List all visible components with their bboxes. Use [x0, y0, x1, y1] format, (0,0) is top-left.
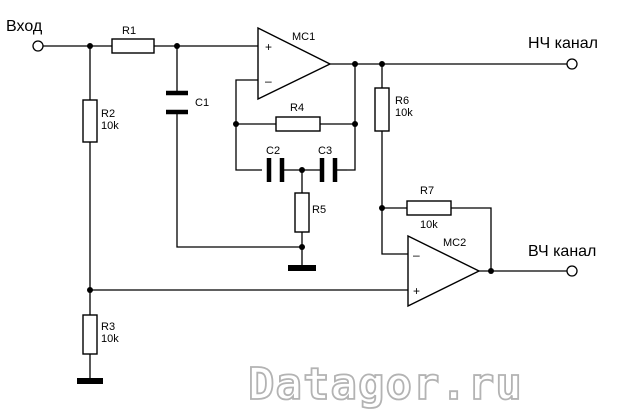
lf-output-terminal	[566, 58, 578, 70]
r4-label: R4	[290, 102, 304, 114]
r5-label: R5	[312, 204, 326, 216]
mc1-label: MC1	[292, 31, 315, 43]
c2-capacitor	[266, 158, 285, 182]
r1-resistor	[111, 38, 155, 54]
r5-resistor	[294, 192, 310, 233]
mc1-plus-sign: +	[265, 40, 272, 54]
r3-label: R3	[101, 321, 115, 333]
r3-resistor	[82, 314, 98, 355]
c1-capacitor	[166, 90, 188, 115]
hf-output-label: ВЧ канал	[528, 243, 596, 260]
r4-resistor	[275, 116, 321, 132]
input-label: Вход	[6, 18, 43, 35]
r7-value: 10k	[420, 219, 438, 231]
junctions	[87, 43, 494, 293]
r7-label: R7	[420, 185, 434, 197]
c1-label: C1	[195, 97, 209, 109]
mc2-plus-sign: +	[413, 284, 420, 298]
mc2-minus-sign: –	[413, 248, 420, 262]
r6-label: R6	[395, 95, 409, 107]
c3-label: C3	[318, 145, 332, 157]
r2-resistor	[82, 99, 98, 143]
c2-label: C2	[266, 145, 280, 157]
r7-resistor	[406, 200, 452, 216]
lf-output-label: НЧ канал	[528, 35, 598, 52]
r2-value: 10k	[101, 120, 119, 132]
mc1-opamp	[257, 26, 332, 101]
watermark-text: Datagor.ru	[248, 359, 523, 410]
r6-resistor	[374, 87, 390, 132]
r3-value: 10k	[101, 333, 119, 345]
hf-output-terminal	[566, 265, 578, 277]
c3-capacitor	[319, 158, 347, 182]
input-terminal	[32, 40, 44, 52]
mc2-opamp	[407, 234, 481, 308]
r1-label: R1	[122, 25, 136, 37]
mc1-minus-sign: –	[265, 74, 272, 88]
mc2-label: MC2	[443, 237, 466, 249]
r6-value: 10k	[395, 107, 413, 119]
r2-label: R2	[101, 108, 115, 120]
